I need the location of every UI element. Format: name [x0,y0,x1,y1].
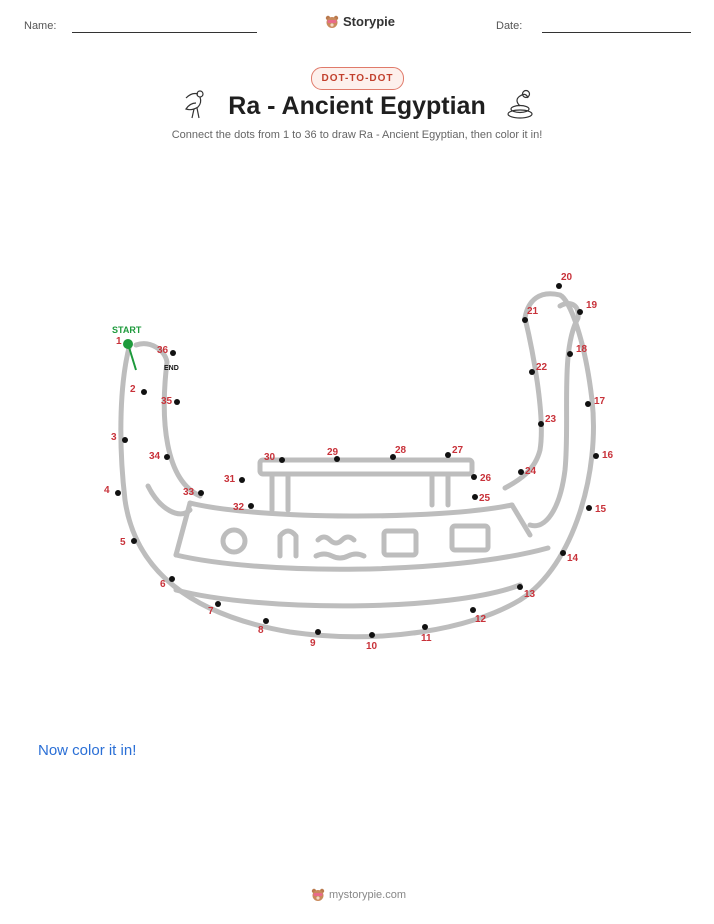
dot-number-36: 36 [157,345,169,356]
dot-26[interactable] [471,474,477,480]
dot-number-3: 3 [111,432,117,443]
dot-19[interactable] [577,309,583,315]
dot-17[interactable] [585,401,591,407]
name-field[interactable] [72,32,257,33]
dot-24[interactable] [518,469,524,475]
dot-number-25: 25 [479,493,491,504]
dot-22[interactable] [529,369,535,375]
dot-number-28: 28 [395,445,407,456]
dot-36[interactable] [170,350,176,356]
dot-21[interactable] [522,317,528,323]
dot-number-7: 7 [208,606,214,617]
dot-35[interactable] [174,399,180,405]
dot-34[interactable] [164,454,170,460]
footer-url: mystorypie.com [329,889,407,901]
date-label: Date: [496,20,523,32]
dot-number-9: 9 [310,638,316,649]
dot-number-34: 34 [149,451,161,462]
dot-20[interactable] [556,283,562,289]
dot-number-24: 24 [525,466,537,477]
dot-number-27: 27 [452,445,464,456]
dot-3[interactable] [122,437,128,443]
dot-16[interactable] [593,453,599,459]
brand-name: Storypie [343,14,396,29]
dot-2[interactable] [141,389,147,395]
date-field[interactable] [542,32,691,33]
dot-number-1: 1 [116,336,122,347]
color-prompt: Now color it in! [38,742,137,759]
dot-number-14: 14 [567,553,579,564]
dot-number-20: 20 [561,272,573,283]
dot-4[interactable] [115,490,121,496]
cobra-icon [507,89,533,119]
boat-outline [118,291,596,640]
dot-number-13: 13 [524,589,536,600]
end-label: END [164,365,179,372]
brand-logo: Storypie [325,14,395,29]
start-label: START [112,325,142,335]
dot-number-10: 10 [366,641,378,652]
dot-27[interactable] [445,452,451,458]
dot-number-30: 30 [264,452,276,463]
dot-number-15: 15 [595,504,607,515]
ibis-icon [185,90,204,119]
dot-number-17: 17 [594,396,606,407]
footer: mystorypie.com [311,888,406,902]
dot-number-5: 5 [120,537,126,548]
dot-number-33: 33 [183,487,195,498]
dot-32[interactable] [248,503,254,509]
name-label: Name: [24,20,57,32]
dot-number-12: 12 [475,614,487,625]
instructions: Connect the dots from 1 to 36 to draw Ra… [171,129,543,141]
dot-1[interactable] [123,339,133,349]
dot-number-18: 18 [576,344,588,355]
dot-11[interactable] [422,624,428,630]
dot-8[interactable] [263,618,269,624]
dot-number-35: 35 [161,396,173,407]
dot-13[interactable] [517,584,523,590]
dot-number-2: 2 [130,384,136,395]
dot-18[interactable] [567,351,573,357]
dot-number-19: 19 [586,300,598,311]
dot-14[interactable] [560,550,566,556]
dot-9[interactable] [315,629,321,635]
page-title: Ra - Ancient Egyptian [228,92,486,120]
bear-mascot-icon [325,15,339,28]
dot-6[interactable] [169,576,175,582]
dot-31[interactable] [239,477,245,483]
dot-number-29: 29 [327,447,339,458]
dot-5[interactable] [131,538,137,544]
dot-number-23: 23 [545,414,557,425]
dot-33[interactable] [198,490,204,496]
activity-badge: DOT-TO-DOT [311,67,404,90]
dot-7[interactable] [215,601,221,607]
dot-29[interactable] [334,456,340,462]
dot-number-8: 8 [258,625,264,636]
dot-30[interactable] [279,457,285,463]
dot-number-11: 11 [421,633,432,644]
dot-number-21: 21 [527,306,539,317]
dot-number-31: 31 [224,474,236,485]
dot-number-6: 6 [160,579,166,590]
dot-number-22: 22 [536,362,548,373]
dot-23[interactable] [538,421,544,427]
bear-mascot-icon [311,888,325,901]
dot-10[interactable] [369,632,375,638]
dot-number-16: 16 [602,450,614,461]
dot-number-4: 4 [104,485,110,496]
dot-25[interactable] [472,494,478,500]
dot-number-32: 32 [233,502,245,513]
dot-12[interactable] [470,607,476,613]
dot-28[interactable] [390,454,396,460]
dot-15[interactable] [586,505,592,511]
dot-number-26: 26 [480,473,492,484]
